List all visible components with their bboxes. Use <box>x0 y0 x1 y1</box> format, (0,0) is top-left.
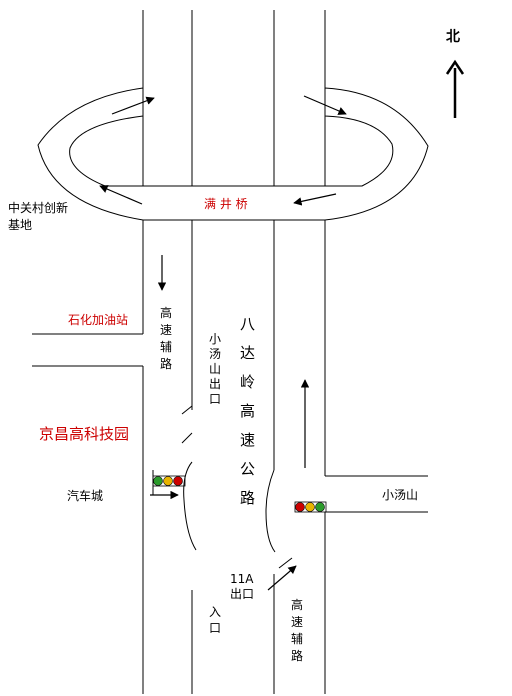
char: 辅 <box>291 632 304 646</box>
char: 口 <box>209 621 222 635</box>
char: 入 <box>209 605 222 619</box>
char: 山 <box>209 362 222 376</box>
char: 路 <box>291 649 304 663</box>
char: 高 <box>160 306 173 320</box>
traffic-light-east-icon <box>294 501 327 513</box>
ramp-edge <box>181 405 193 415</box>
xtsh-exit-label: 小 汤 山 出 口 <box>209 332 221 407</box>
direction-arrow <box>303 95 347 115</box>
char: 速 <box>291 615 304 629</box>
ramp-curve <box>183 461 197 551</box>
char: 高 <box>291 598 304 612</box>
exit-11a-line-2: 出口 <box>230 587 255 601</box>
xiaotangshan-label: 小汤山 <box>382 488 419 502</box>
direction-arrow <box>267 565 297 591</box>
char: 路 <box>240 489 256 507</box>
bridge-name: 满 井 桥 <box>204 197 248 211</box>
zgc-line-1: 中关村创新 <box>8 201 69 215</box>
exit-11a-label: 11A 出口 <box>230 572 254 602</box>
char: 高 <box>240 402 256 420</box>
char: 汤 <box>209 347 222 361</box>
char: 速 <box>240 431 256 449</box>
char: 出 <box>209 377 222 391</box>
ramp-edge <box>181 432 193 444</box>
ramp-curve <box>265 469 276 553</box>
gaosu-fulu-lower-label: 高 速 辅 路 <box>291 597 303 665</box>
north-arrow-icon <box>445 59 465 118</box>
west-loop <box>37 87 144 221</box>
zgc-line-2: 基地 <box>8 218 33 232</box>
char: 路 <box>160 357 173 371</box>
char: 达 <box>240 344 256 362</box>
entrance-label: 入 口 <box>209 604 221 636</box>
char: 小 <box>209 332 222 346</box>
direction-arrow <box>293 193 337 206</box>
char: 八 <box>240 315 256 333</box>
gaosu-fulu-upper-label: 高 速 辅 路 <box>160 305 172 373</box>
gas-station-label: 石化加油站 <box>68 313 129 327</box>
direction-arrow <box>111 96 155 115</box>
north-label: 北 <box>446 29 460 45</box>
char: 口 <box>209 392 222 406</box>
char: 公 <box>240 460 256 478</box>
ramp-edge <box>278 557 293 569</box>
direction-arrow <box>99 185 143 205</box>
exit-11a-line-1: 11A <box>230 572 254 586</box>
east-loop <box>324 87 429 221</box>
char: 岭 <box>240 373 256 391</box>
char: 速 <box>160 323 173 337</box>
qichecheng-label: 汽车城 <box>67 489 104 503</box>
traffic-light-west-icon <box>152 470 186 495</box>
badaling-label: 八 达 岭 高 速 公 路 <box>240 310 255 513</box>
jingchang-label: 京昌高科技园 <box>39 425 130 443</box>
zgc-label: 中关村创新 基地 <box>8 200 68 234</box>
char: 辅 <box>160 340 173 354</box>
